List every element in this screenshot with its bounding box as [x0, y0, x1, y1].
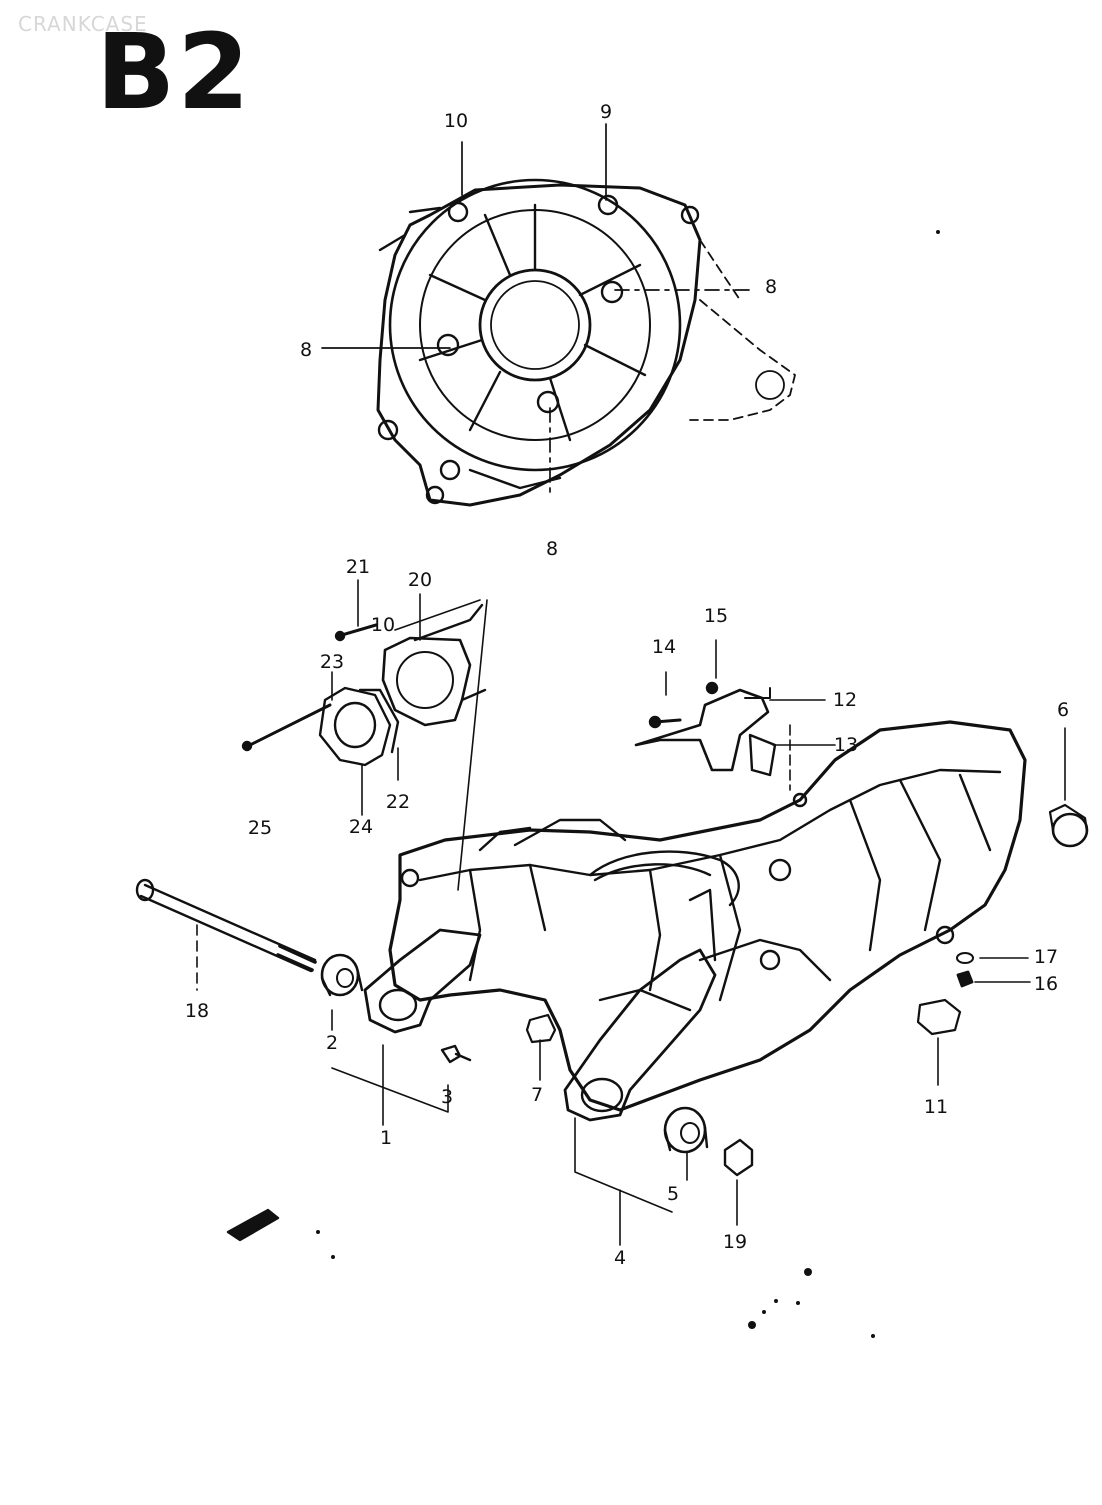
bracket-leader-lines — [665, 639, 836, 791]
callout-label: 18 — [184, 1000, 210, 1022]
callout-label: 24 — [348, 816, 374, 838]
callout-label: 8 — [299, 339, 313, 361]
callout-label: 21 — [345, 556, 371, 578]
callout-label: 9 — [599, 101, 613, 123]
callout-label: 5 — [666, 1183, 680, 1205]
callout-label: 8 — [764, 276, 778, 298]
plug-16-illustration — [956, 970, 974, 988]
o-ring-17-illustration — [956, 952, 974, 964]
callout-label: 10 — [370, 614, 396, 636]
dowel-11-illustration — [916, 998, 962, 1036]
callout-label: 25 — [247, 817, 273, 839]
callout-label: 19 — [722, 1231, 748, 1253]
callout-label: 6 — [1056, 699, 1070, 721]
callout-label: 11 — [923, 1096, 949, 1118]
upper-leader-lines — [321, 123, 756, 496]
callout-label: 20 — [407, 569, 433, 591]
callout-label: 15 — [703, 605, 729, 627]
bracket-illustration — [634, 681, 777, 777]
scan-specks — [316, 230, 940, 1338]
section-code: B2 — [96, 11, 252, 133]
through-bolt-illustration — [135, 878, 317, 973]
callout-label: 12 — [832, 689, 858, 711]
watermark-text: CRANKCASE — [18, 12, 148, 36]
bolt-3-illustration — [440, 1044, 472, 1064]
nut-19-illustration — [723, 1138, 754, 1177]
bush-5-illustration — [663, 1106, 709, 1154]
callout-label: 7 — [530, 1084, 544, 1106]
valve-leader-lines — [331, 579, 421, 816]
callout-label: 8 — [545, 538, 559, 560]
bearing-6-illustration — [1048, 803, 1089, 848]
callout-label: 22 — [385, 791, 411, 813]
callout-label: 14 — [651, 636, 677, 658]
callout-label: 3 — [440, 1086, 454, 1108]
callout-label: 2 — [325, 1032, 339, 1054]
front-arrow-icon — [226, 1208, 280, 1242]
callout-label: 10 — [443, 110, 469, 132]
callout-label: 1 — [379, 1127, 393, 1149]
bush-2-illustration — [320, 953, 364, 997]
callout-label: 17 — [1033, 946, 1059, 968]
callout-label: 13 — [833, 734, 859, 756]
callout-label: 16 — [1033, 973, 1059, 995]
lower-leader-lines — [196, 727, 1066, 1246]
callout-label: 23 — [319, 651, 345, 673]
callout-label: 4 — [613, 1247, 627, 1269]
magneto-cover-illustration — [376, 178, 796, 507]
dowel-7-illustration — [525, 1013, 557, 1044]
crankcase-illustration — [363, 720, 1027, 1122]
reed-valve-assembly-illustration — [241, 599, 488, 891]
